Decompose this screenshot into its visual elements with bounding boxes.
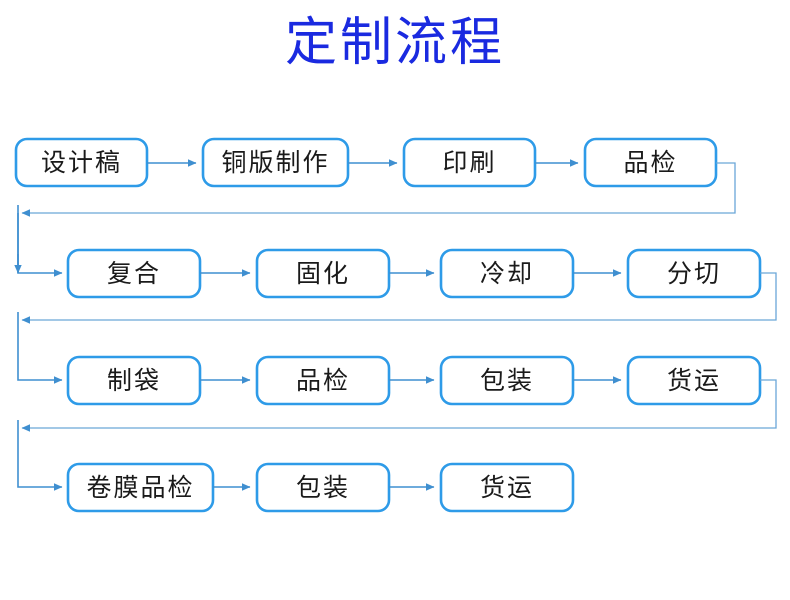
node-label: 设计稿	[41, 148, 122, 177]
node-rollfilm-qc[interactable]: 卷膜品检	[66, 462, 215, 513]
node-printing[interactable]: 印刷	[402, 137, 537, 188]
connector-wrap-3	[21, 379, 777, 432]
node-curing[interactable]: 固化	[255, 248, 391, 299]
row-2-group: 复合 固化 冷却 分切	[66, 248, 762, 299]
node-slitting[interactable]: 分切	[626, 248, 762, 299]
connector-wrap-1	[21, 162, 736, 217]
node-label: 包装	[480, 366, 534, 395]
node-packaging-1[interactable]: 包装	[439, 355, 575, 406]
node-label: 包装	[296, 473, 350, 502]
node-label: 冷却	[480, 259, 534, 288]
node-label: 品检	[623, 148, 677, 177]
node-qc-2[interactable]: 品检	[255, 355, 391, 406]
node-label: 复合	[107, 259, 161, 288]
node-label: 货运	[480, 473, 534, 502]
row-3-group: 制袋 品检 包装 货运	[66, 355, 762, 406]
connector-wrap-3-in	[17, 420, 63, 491]
node-label: 印刷	[442, 148, 496, 177]
node-platemaking[interactable]: 铜版制作	[201, 137, 350, 188]
node-label: 制袋	[107, 366, 161, 395]
node-lamination[interactable]: 复合	[66, 248, 202, 299]
node-label: 固化	[296, 259, 350, 288]
node-shipping-2[interactable]: 货运	[439, 462, 575, 513]
node-cooling[interactable]: 冷却	[439, 248, 575, 299]
row-4-group: 卷膜品检 包装 货运	[66, 462, 575, 513]
connector-wrap-2-in	[17, 312, 63, 384]
connector-wrap-2	[21, 272, 777, 324]
node-label: 货运	[667, 366, 721, 395]
node-label: 分切	[667, 259, 721, 288]
node-label: 品检	[296, 366, 350, 395]
node-label: 铜版制作	[221, 148, 329, 177]
node-bagmaking[interactable]: 制袋	[66, 355, 202, 406]
node-designdraft[interactable]: 设计稿	[14, 137, 149, 188]
row-1-group: 设计稿 铜版制作 印刷 品检	[14, 137, 718, 188]
connector-wrap-1-in	[17, 254, 63, 277]
node-shipping-1[interactable]: 货运	[626, 355, 762, 406]
page-title: 定制流程	[284, 13, 505, 73]
node-qc-1[interactable]: 品检	[583, 137, 718, 188]
node-label: 卷膜品检	[86, 473, 194, 502]
node-packaging-2[interactable]: 包装	[255, 462, 391, 513]
node-box[interactable]	[439, 462, 575, 513]
